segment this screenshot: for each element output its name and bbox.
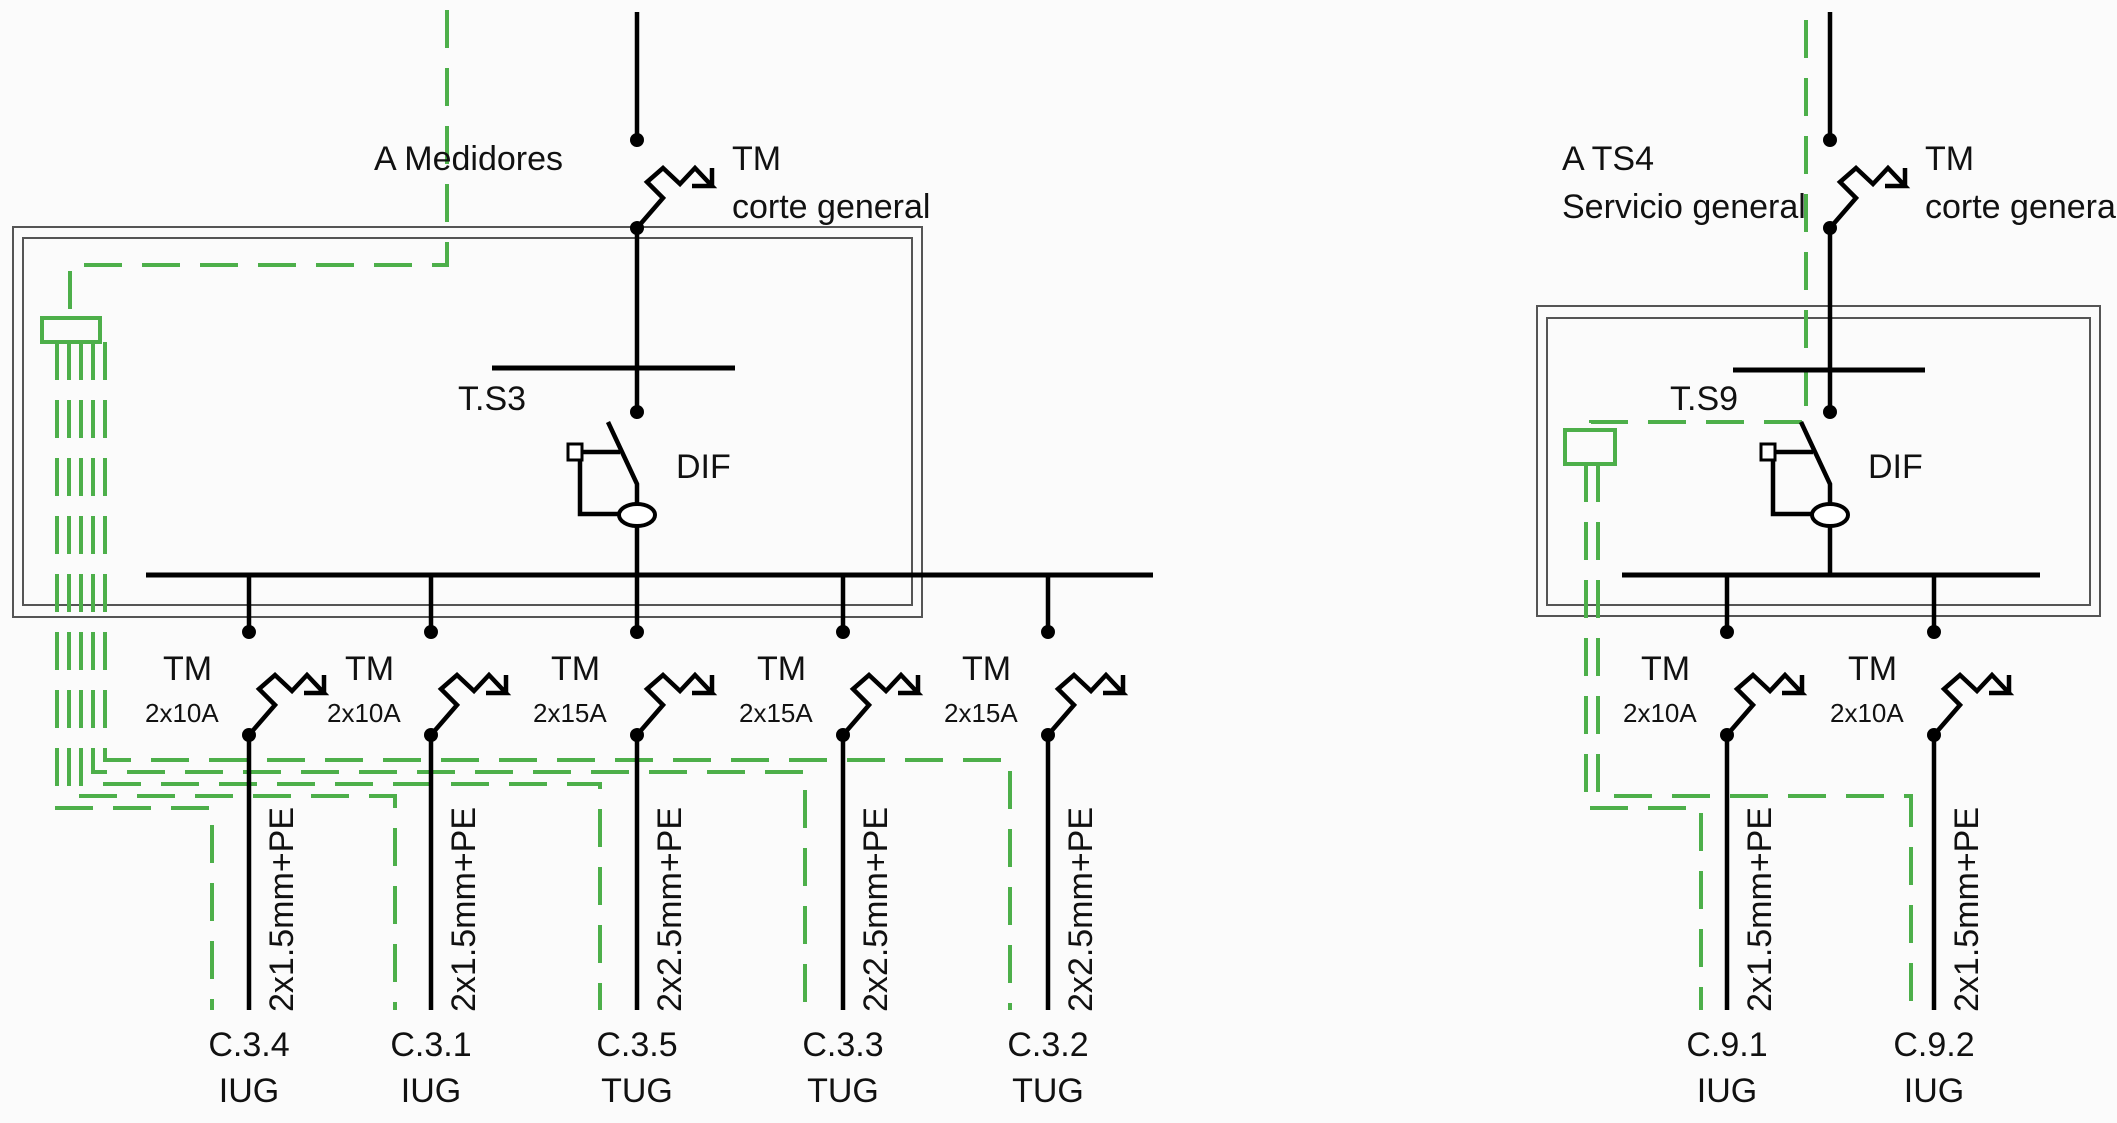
branch-breaker-symbol bbox=[1725, 671, 1808, 737]
terminal-dot bbox=[1720, 625, 1734, 639]
branch-breaker-symbol bbox=[247, 671, 330, 737]
circuit-id: C.3.4 bbox=[208, 1026, 289, 1064]
circuit-type: IUG bbox=[1904, 1072, 1964, 1110]
cable-spec: 2x2.5mm+PE bbox=[1062, 807, 1100, 1012]
terminal-dot bbox=[1927, 625, 1941, 639]
branch-breaker-symbol bbox=[1046, 671, 1129, 737]
branch-breaker-symbol bbox=[1932, 671, 2015, 737]
main-breaker-desc: corte general bbox=[1925, 188, 2117, 226]
board-label: T.S3 bbox=[458, 380, 526, 418]
branch-breaker-type: TM bbox=[1848, 650, 1897, 688]
differential-switch bbox=[1759, 421, 1850, 576]
circuit-id: C.3.1 bbox=[390, 1026, 471, 1064]
branch-breaker-rating: 2x15A bbox=[533, 698, 607, 728]
terminal-dot bbox=[836, 625, 850, 639]
circuit-id: C.3.5 bbox=[596, 1026, 677, 1064]
main-breaker-desc: corte general bbox=[732, 188, 930, 226]
circuit-id: C.9.1 bbox=[1686, 1026, 1767, 1064]
main-breaker-symbol bbox=[635, 164, 718, 230]
circuit-type: TUG bbox=[1012, 1072, 1084, 1110]
branch-breaker-type: TM bbox=[757, 650, 806, 688]
terminal-dot bbox=[630, 405, 644, 419]
circuit-id: C.3.2 bbox=[1007, 1026, 1088, 1064]
branch-breaker-symbol bbox=[635, 671, 718, 737]
circuit-type: TUG bbox=[807, 1072, 879, 1110]
circuit-type: TUG bbox=[601, 1072, 673, 1110]
cable-spec: 2x1.5mm+PE bbox=[445, 807, 483, 1012]
terminal-dot bbox=[1823, 405, 1837, 419]
branch-breaker-rating: 2x10A bbox=[1830, 698, 1904, 728]
earth-conductors bbox=[1563, 20, 1913, 1010]
branch-breaker-rating: 2x10A bbox=[145, 698, 219, 728]
earth-bar bbox=[1563, 428, 1617, 466]
branch-breaker-rating: 2x15A bbox=[739, 698, 813, 728]
main-breaker-symbol bbox=[1828, 164, 1911, 230]
terminal-dot bbox=[424, 625, 438, 639]
terminal-dot bbox=[242, 625, 256, 639]
main-breaker-type: TM bbox=[732, 140, 781, 178]
terminal-dot bbox=[630, 133, 644, 147]
feed-label-2: Servicio general bbox=[1562, 188, 1806, 226]
cable-spec: 2x1.5mm+PE bbox=[1741, 807, 1779, 1012]
cable-spec: 2x2.5mm+PE bbox=[857, 807, 895, 1012]
branch-breaker-type: TM bbox=[345, 650, 394, 688]
cable-spec: 2x2.5mm+PE bbox=[651, 807, 689, 1012]
branch-breaker-type: TM bbox=[551, 650, 600, 688]
terminal-dot bbox=[1823, 133, 1837, 147]
branch-breaker-rating: 2x10A bbox=[327, 698, 401, 728]
feed-label-1: A TS4 bbox=[1562, 140, 1654, 178]
circuit-type: IUG bbox=[1697, 1072, 1757, 1110]
circuit-id: C.9.2 bbox=[1893, 1026, 1974, 1064]
enclosure-inner bbox=[1546, 317, 2091, 606]
differential-switch bbox=[566, 421, 657, 576]
enclosure-outer bbox=[1536, 305, 2101, 617]
branch-breaker-type: TM bbox=[962, 650, 1011, 688]
enclosure-outer bbox=[12, 226, 923, 618]
circuit-id: C.3.3 bbox=[802, 1026, 883, 1064]
main-breaker-type: TM bbox=[1925, 140, 1974, 178]
branch-breaker-type: TM bbox=[1641, 650, 1690, 688]
branch-breaker-symbol bbox=[841, 671, 924, 737]
branch-breaker-symbol bbox=[429, 671, 512, 737]
feed-label: A Medidores bbox=[374, 140, 563, 178]
branch-breaker-rating: 2x15A bbox=[944, 698, 1018, 728]
cable-spec: 2x1.5mm+PE bbox=[1948, 807, 1986, 1012]
branch-breaker-rating: 2x10A bbox=[1623, 698, 1697, 728]
branch-breaker-type: TM bbox=[163, 650, 212, 688]
differential-label: DIF bbox=[1868, 448, 1923, 486]
differential-label: DIF bbox=[676, 448, 731, 486]
enclosure-inner bbox=[22, 237, 913, 606]
terminal-dot bbox=[630, 625, 644, 639]
board-label: T.S9 bbox=[1670, 380, 1738, 418]
earth-bar bbox=[40, 316, 102, 344]
cable-spec: 2x1.5mm+PE bbox=[263, 807, 301, 1012]
circuit-type: IUG bbox=[401, 1072, 461, 1110]
terminal-dot bbox=[1041, 625, 1055, 639]
earth-conductors bbox=[40, 10, 1012, 1010]
circuit-type: IUG bbox=[219, 1072, 279, 1110]
